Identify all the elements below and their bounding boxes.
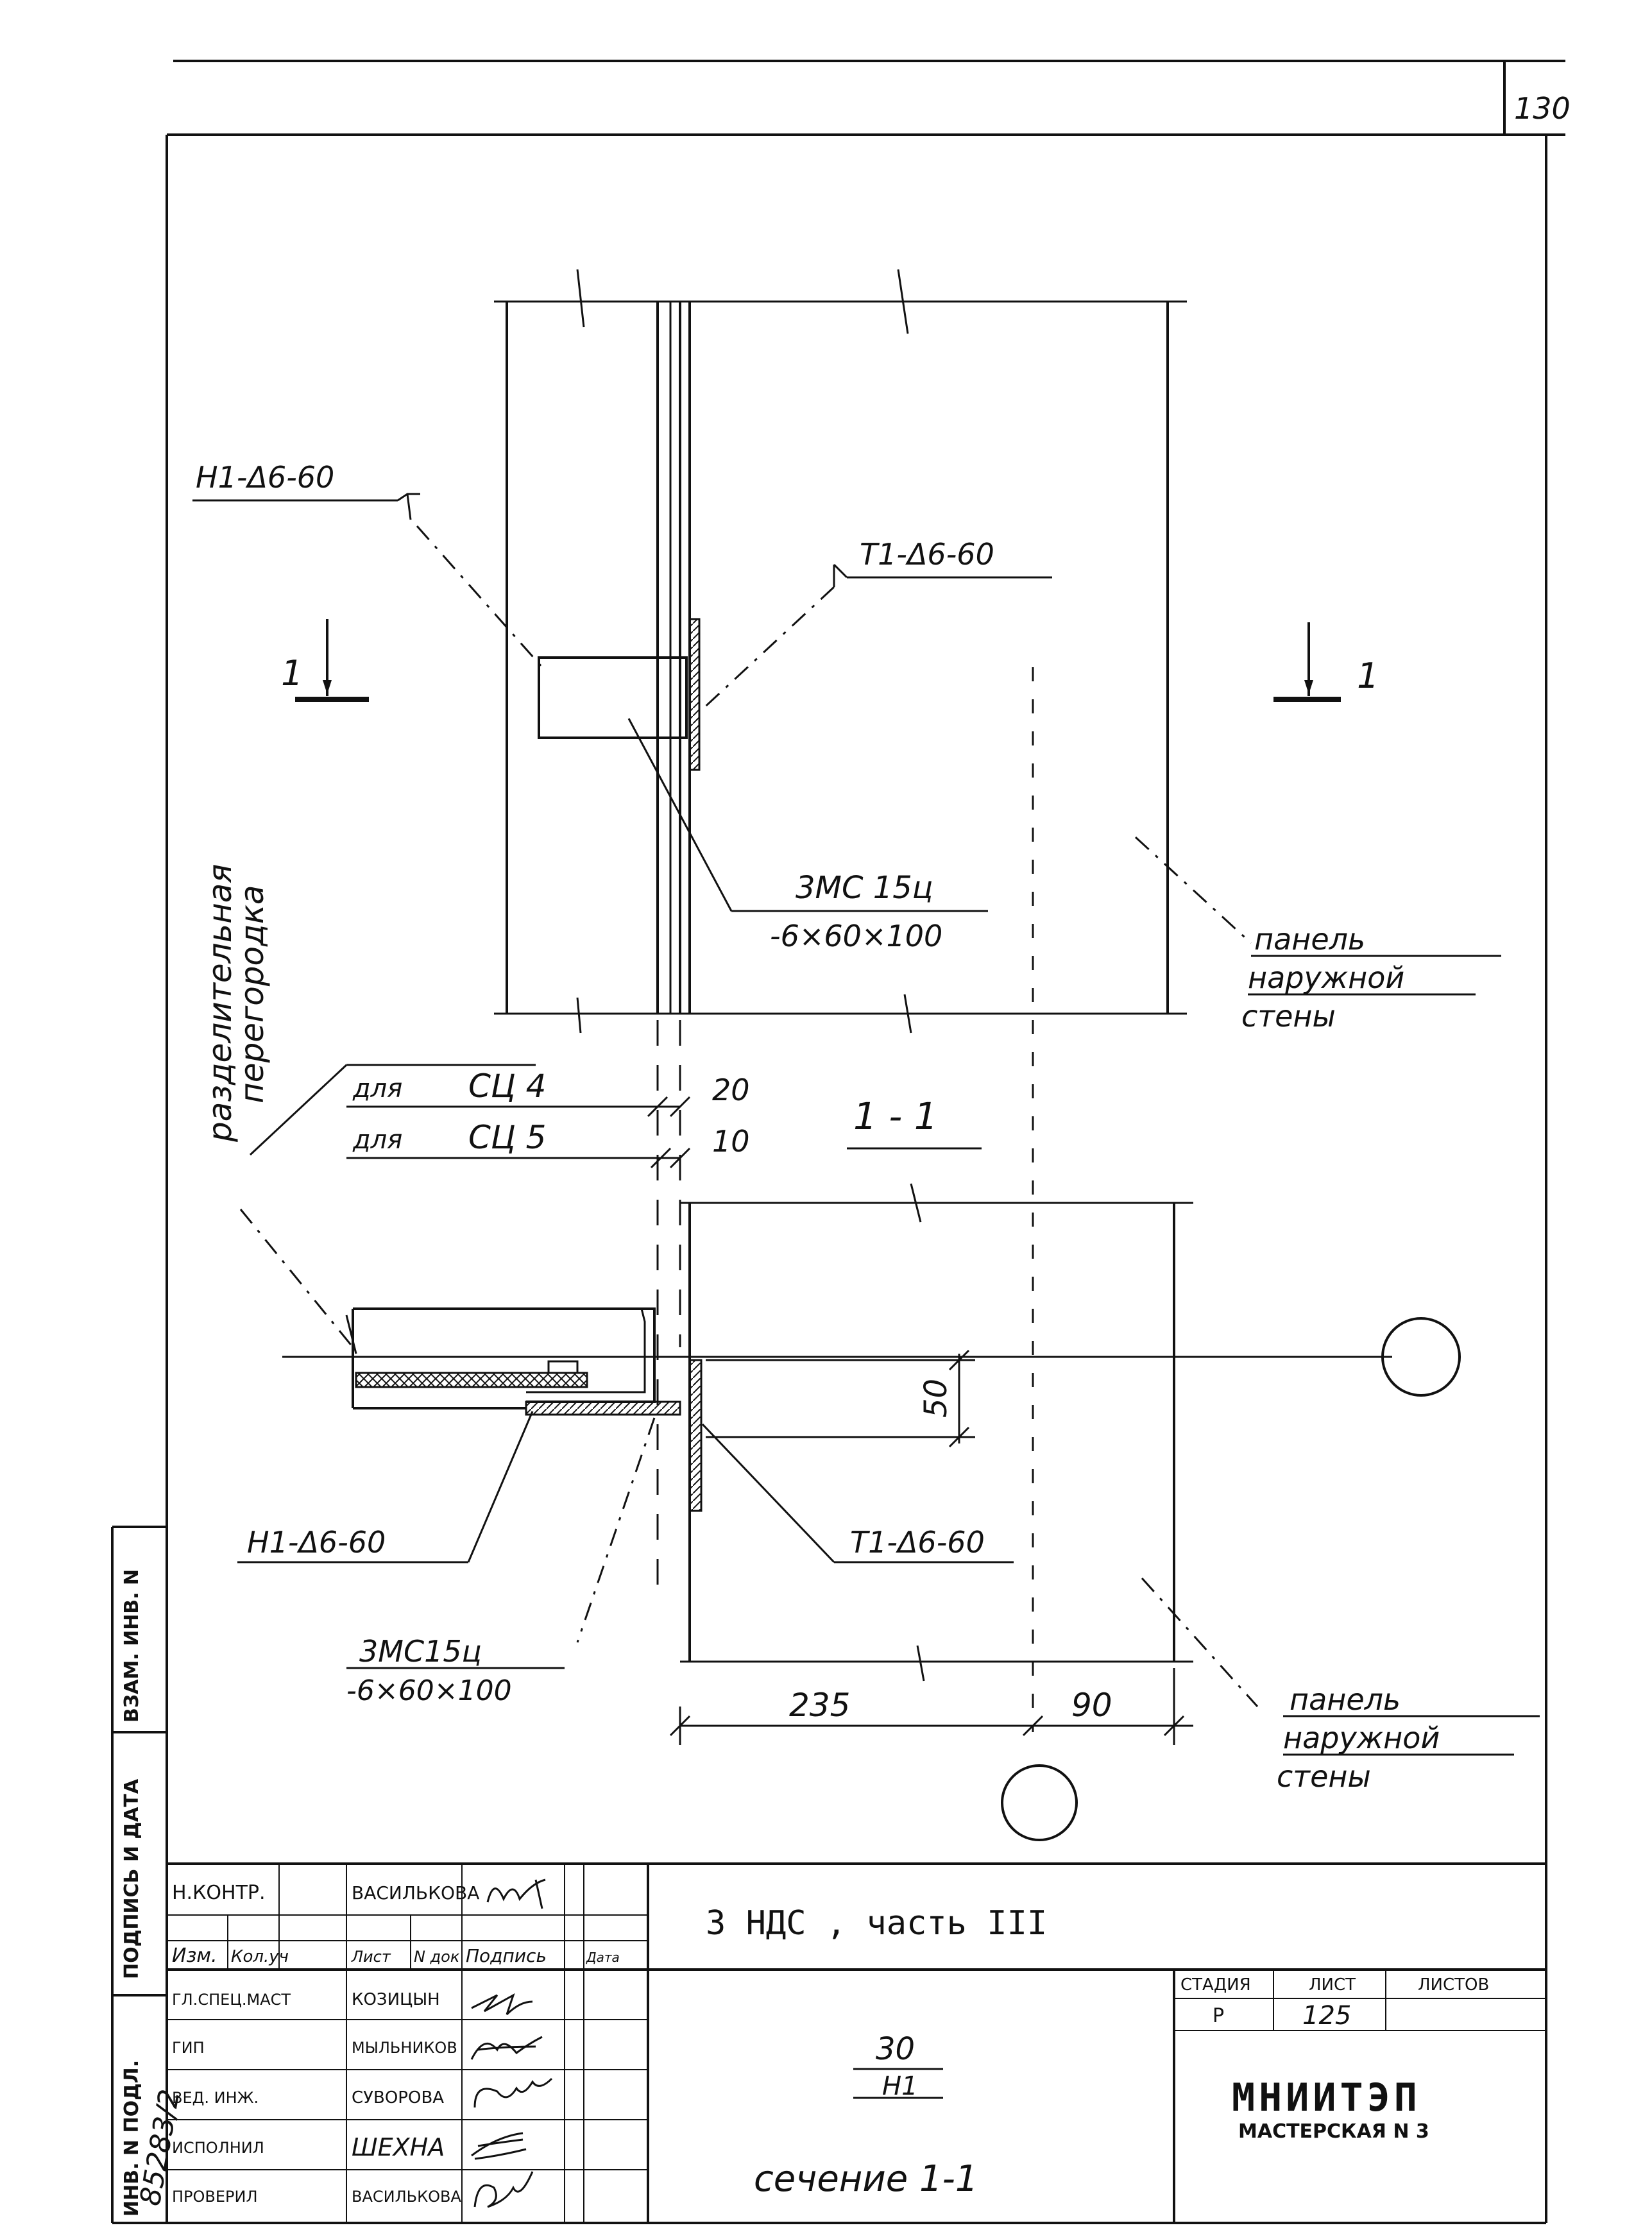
staff-role-5: ПРОВЕРИЛ	[172, 2188, 258, 2206]
signatures	[470, 1878, 553, 2208]
section-mark-left: 1	[281, 619, 369, 702]
upper-plate-mark: 3МС 15ц	[796, 870, 933, 906]
section-mark-left-label: 1	[281, 653, 303, 694]
upper-left-callout-text: Н1-Δ6-60	[196, 460, 334, 495]
title-block-text: Н.КОНТР. ВАСИЛЬКОВА Изм. Кол.уч Лист N д…	[172, 1878, 1489, 2208]
col-header-koluch: Кол.уч	[231, 1947, 289, 1966]
col-header-signature: Подпись	[466, 1945, 547, 1966]
partition-label-2: перегородка	[234, 885, 271, 1103]
staff-role-3: ВЕД. ИНЖ.	[172, 2089, 259, 2107]
staff-name-2: МЫЛЬНИКОВ	[352, 2039, 457, 2057]
title-block	[167, 1862, 1546, 2223]
lower-right-callout: Т1-Δ6-60	[701, 1423, 1014, 1563]
sheets-header: ЛИСТОВ	[1418, 1975, 1489, 1995]
lower-left-callout-text: Н1-Δ6-60	[247, 1525, 386, 1560]
section-mark-right-label: 1	[1357, 656, 1379, 696]
sheet-header: ЛИСТ	[1309, 1975, 1356, 1995]
gap-note-2-mark: СЦ 5	[468, 1119, 546, 1156]
upper-plate-callout: 3МС 15ц -6×60×100	[627, 718, 988, 953]
lower-panel-label: панель наружной стены	[1141, 1577, 1540, 1794]
partition-label: разделительная перегородка	[201, 864, 536, 1156]
gap-note-1-label: для	[352, 1074, 402, 1103]
norm-control-name: ВАСИЛЬКОВА	[352, 1882, 479, 1903]
gap-note-1-value: 20	[712, 1073, 750, 1107]
lower-dim-right: 90	[1071, 1687, 1112, 1724]
sheet-title: сечение 1-1	[754, 2158, 978, 2200]
upper-panel-label: панель наружной стены	[1134, 836, 1501, 1034]
col-header-list: Лист	[351, 1948, 391, 1966]
section-title-text: 1 - 1	[853, 1094, 938, 1138]
upper-plate-size: -6×60×100	[770, 919, 942, 953]
staff-role-1: ГЛ.СПЕЦ.МАСТ	[172, 1991, 291, 2009]
upper-panel-label-2: наружной	[1248, 960, 1404, 995]
staff-role-4: ИСПОЛНИЛ	[172, 2139, 264, 2157]
lower-left-callout: Н1-Δ6-60	[237, 1411, 534, 1563]
project-title: 3 НДС , часть III	[706, 1904, 1047, 1943]
upper-panel-label-1: панель	[1254, 922, 1365, 957]
org-name: МНИИТЭП	[1232, 2075, 1421, 2120]
upper-right-callout: Т1-Δ6-60	[698, 537, 1052, 713]
side-stamp-inv: ИНВ. N ПОДЛ.	[121, 2060, 143, 2217]
norm-control-role: Н.КОНТР.	[172, 1882, 266, 1904]
upper-panel-label-3: стены	[1241, 999, 1336, 1034]
col-header-ndoc: N док	[414, 1948, 460, 1966]
doc-code-bottom: Н1	[882, 2072, 918, 2101]
side-stamp-signature: ПОДПИСЬ И ДАТА	[121, 1778, 143, 1979]
upper-left-callout: Н1-Δ6-60	[192, 460, 543, 668]
staff-role-2: ГИП	[172, 2039, 205, 2057]
upper-right-callout-text: Т1-Δ6-60	[860, 537, 994, 572]
staff-name-5: ВАСИЛЬКОВА	[352, 2188, 462, 2206]
partition-label-1: разделительная	[201, 864, 239, 1143]
lower-panel-label-1: панель	[1290, 1682, 1401, 1717]
sheet-value: 125	[1302, 2001, 1351, 2030]
staff-name-3: СУВОРОВА	[352, 2088, 444, 2107]
doc-code-top: 30	[876, 2031, 915, 2067]
lower-panel-label-2: наружной	[1283, 1721, 1440, 1755]
staff-name-1: КОЗИЦЫН	[352, 1990, 440, 2009]
section-mark-right: 1	[1273, 622, 1379, 702]
org-workshop: МАСТЕРСКАЯ N 3	[1238, 2120, 1429, 2143]
gap-notes: для СЦ 4 20 для СЦ 5 10	[346, 1068, 750, 1169]
lower-dim-vertical: 50	[918, 1379, 954, 1418]
gap-note-1-mark: СЦ 4	[468, 1068, 546, 1105]
gap-note-2-value: 10	[712, 1124, 750, 1159]
sheet-number: 130	[1514, 91, 1571, 126]
lower-panel-label-3: стены	[1277, 1759, 1371, 1794]
lower-plate-callout: 3МС15ц -6×60×100	[346, 1417, 656, 1707]
col-header-date: Дата	[586, 1950, 620, 1965]
gap-note-2-label: для	[352, 1125, 402, 1155]
side-stamp-replace: ВЗАМ. ИНВ. N	[121, 1569, 143, 1723]
stage-header: СТАДИЯ	[1180, 1975, 1251, 1995]
upper-view	[494, 269, 1187, 1034]
lower-plate-mark: 3МС15ц	[359, 1634, 482, 1669]
stage-value: Р	[1213, 2005, 1224, 2027]
lower-dim-left: 235	[789, 1687, 850, 1724]
col-header-izm: Изм.	[172, 1945, 217, 1967]
staff-name-4: ШЕХНА	[352, 2133, 445, 2161]
sheet-frame	[111, 60, 1565, 2224]
section-title: 1 - 1	[847, 1094, 982, 1150]
lower-view	[239, 1020, 1461, 1841]
lower-plate-size: -6×60×100	[346, 1674, 512, 1707]
lower-right-callout-text: Т1-Δ6-60	[850, 1525, 985, 1560]
